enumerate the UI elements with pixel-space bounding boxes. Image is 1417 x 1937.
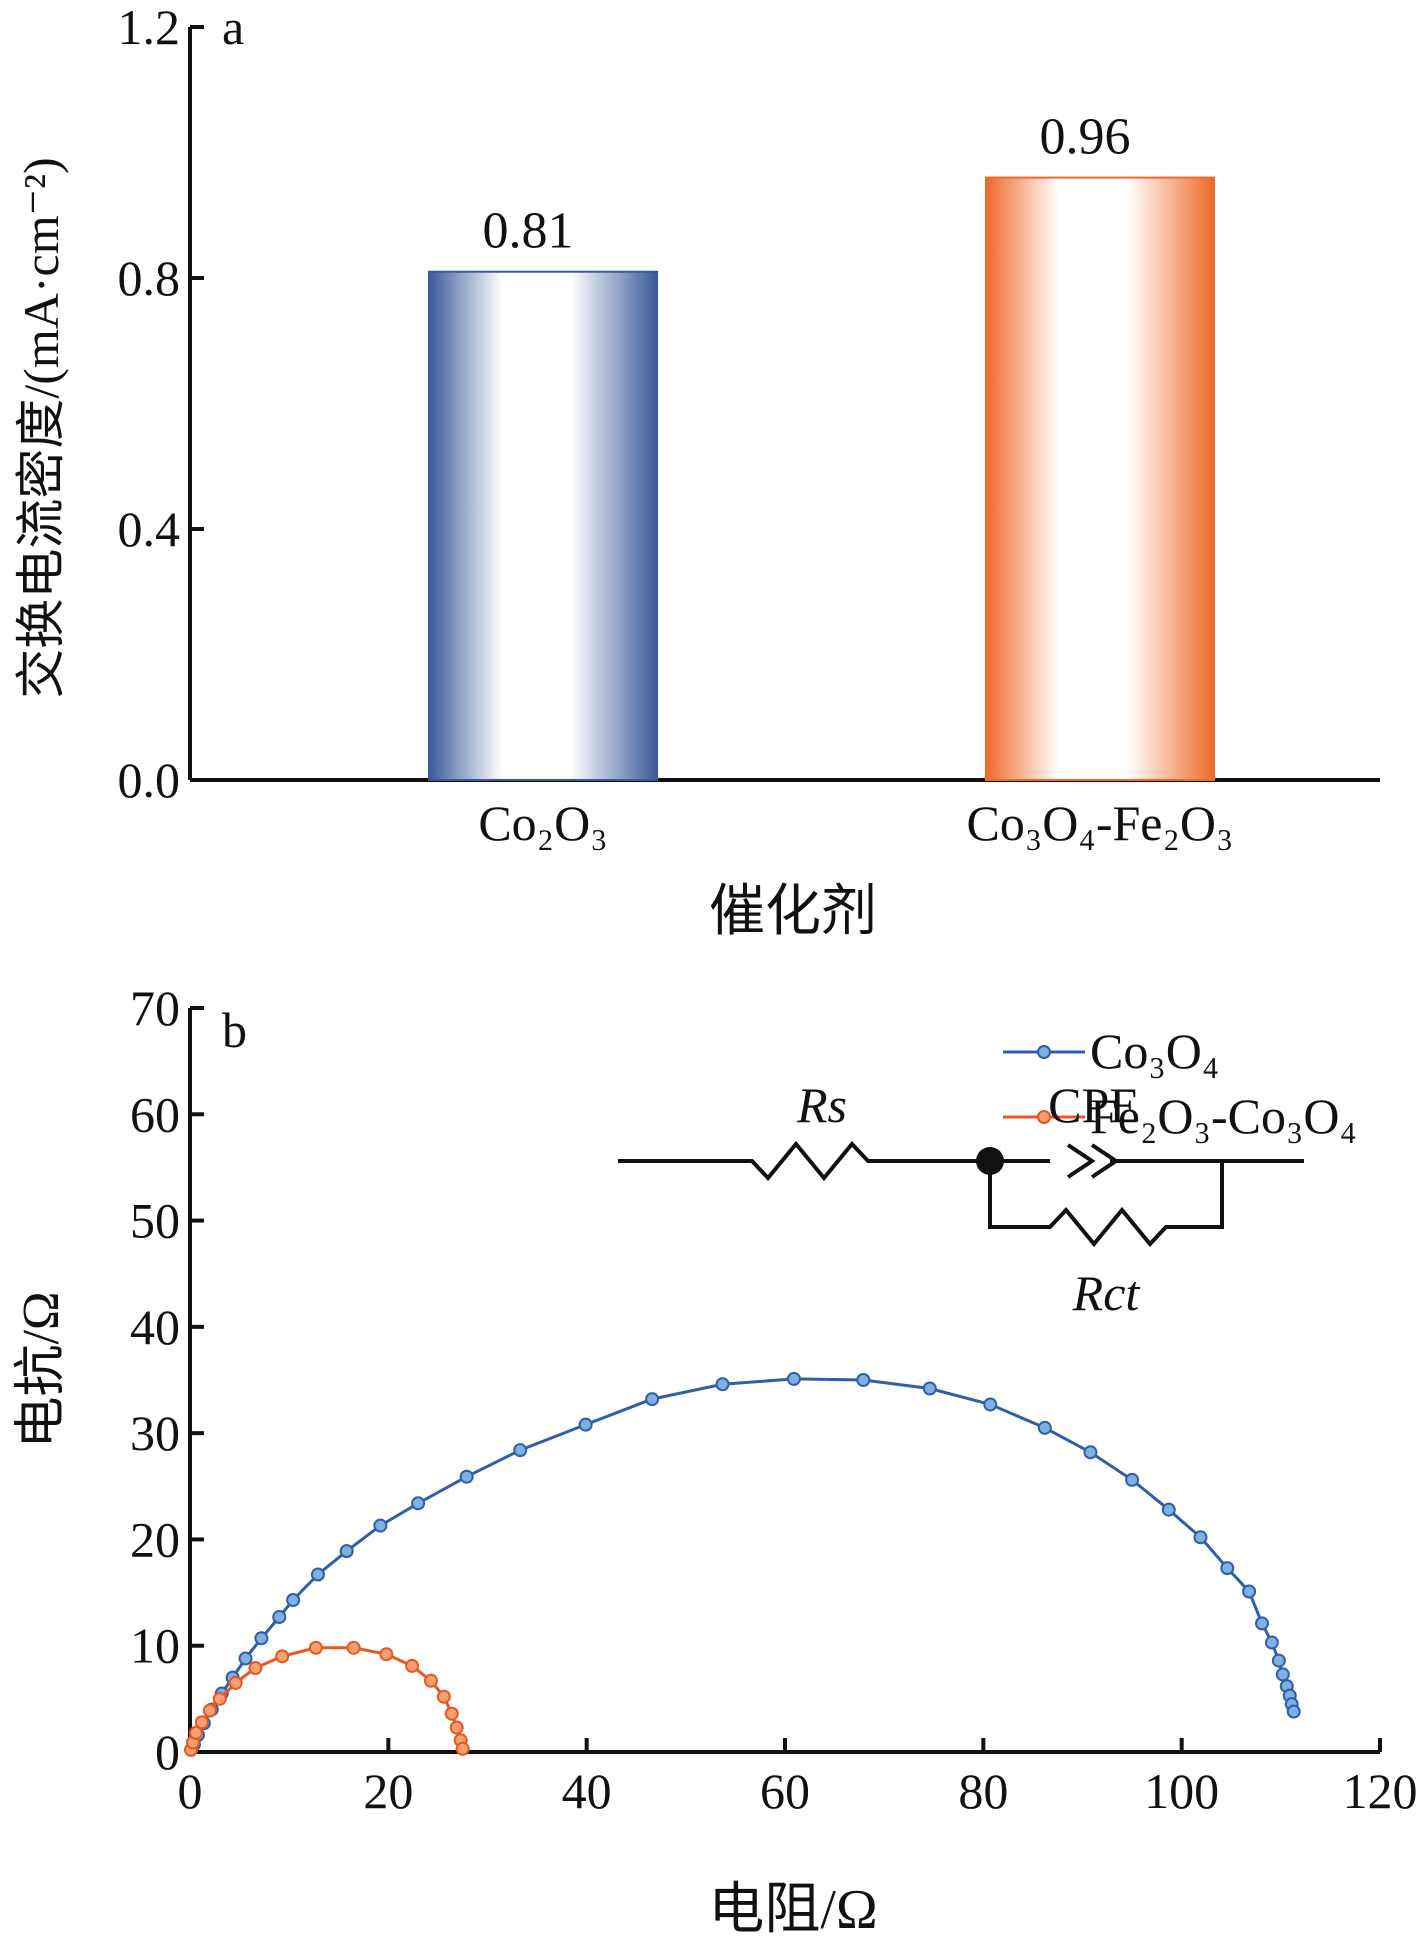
panel-a-category-label: Co₃O₄-Fe₂O₃ — [967, 795, 1234, 851]
panel-b-series-line-1 — [192, 1377, 1296, 1746]
legend-marker-fe2o3-co3o4 — [1037, 1110, 1051, 1124]
panel-b-nyquist-plot: b 0 20 40 60 80 100 120 0 10 20 30 40 50 60 70 电阻/Ω 电… — [13, 980, 1417, 1937]
panel-b-y-tick-label: 40 — [130, 1299, 180, 1355]
panel-b-data-point — [1286, 1704, 1301, 1719]
panel-a-bar-2 — [985, 176, 1215, 782]
panel-b-y-tick-label: 50 — [130, 1193, 180, 1249]
panel-a-y-tick-label: 1.2 — [118, 0, 181, 55]
panel-b-data-point — [423, 1673, 438, 1688]
panel-b-data-point — [202, 1703, 217, 1718]
panel-b-data-point — [1161, 1502, 1176, 1517]
legend-label-co3o4: Co₃O₄ — [1090, 1023, 1219, 1079]
panel-a-bar-value-label: 0.96 — [1040, 109, 1131, 166]
panel-b-data-point — [856, 1373, 871, 1387]
panel-b-data-point — [346, 1640, 361, 1655]
panel-b-data-point — [1125, 1472, 1140, 1487]
panel-b-data-point — [308, 1640, 323, 1655]
panel-b-data-point — [1193, 1530, 1208, 1545]
panel-b-series-line-2 — [189, 1646, 465, 1751]
panel-a-y-axis-label: 交换电流密度/(mA·cm⁻²) — [13, 157, 69, 698]
panel-b-data-point — [455, 1741, 470, 1756]
legend-label-fe2o3-co3o4: Fe₂O₃-Co₃O₄ — [1090, 1088, 1357, 1144]
panel-b-x-tick-label: 120 — [1343, 1763, 1417, 1819]
rct-branch-wire — [988, 1161, 1224, 1248]
legend-marker-co3o4 — [1037, 1045, 1051, 1059]
panel-b-series — [183, 1371, 1301, 1757]
panel-b-data-point — [272, 1610, 287, 1625]
circuit-main-wire — [618, 1140, 1304, 1182]
panel-b-data-point — [715, 1377, 730, 1392]
panel-b-label: b — [222, 1002, 247, 1058]
panel-b-data-point — [1242, 1584, 1257, 1599]
panel-b-data-point — [194, 1715, 209, 1730]
panel-b-y-tick-label: 30 — [130, 1405, 180, 1461]
panel-a-y-tick-label: 0.8 — [118, 250, 181, 306]
panel-b-data-point — [436, 1689, 451, 1704]
panel-b-data-point — [1083, 1445, 1098, 1460]
circuit-label-cpe: CPE — [1048, 1077, 1140, 1133]
panel-a-bars: 0.81 0.96 — [428, 109, 1215, 782]
panel-b-data-point — [188, 1725, 203, 1740]
panel-a-bar-value-label: 0.81 — [483, 203, 574, 260]
panel-b-x-tick-label: 80 — [958, 1763, 1008, 1819]
panel-b-y-tick-label: 70 — [130, 980, 180, 1036]
equivalent-circuit: Rs CPE Rct — [618, 1077, 1304, 1321]
panel-b-x-axis-label: 电阻/Ω — [708, 1879, 877, 1937]
panel-b-data-point — [645, 1392, 660, 1407]
panel-a-label: a — [222, 0, 244, 55]
panel-b-data-point — [513, 1443, 528, 1458]
panel-b-x-tick-label: 60 — [760, 1763, 810, 1819]
panel-a-x-axis-label: 催化剂 — [709, 881, 877, 943]
panel-b-data-point — [405, 1658, 420, 1673]
panel-b-data-point — [254, 1631, 269, 1646]
panel-b-data-point — [379, 1647, 394, 1662]
panel-b-data-point — [786, 1371, 801, 1386]
panel-a-y-tick-label: 0.4 — [118, 501, 181, 557]
panel-b-data-point — [1271, 1653, 1286, 1668]
panel-b-data-point — [1037, 1420, 1052, 1435]
circuit-label-rs: Rs — [796, 1077, 847, 1133]
panel-b-data-point — [1264, 1635, 1279, 1650]
panel-b-data-point — [983, 1397, 998, 1412]
circuit-label-rct: Rct — [1072, 1265, 1141, 1321]
panel-b-data-point — [449, 1720, 464, 1735]
panel-b-x-tick-label: 100 — [1144, 1763, 1219, 1819]
panel-b-y-tick-label: 10 — [130, 1618, 180, 1674]
panel-b-x-tick-label: 40 — [562, 1763, 612, 1819]
panel-a-category-labels: Co₂O₃ Co₃O₄-Fe₂O₃ — [478, 795, 1233, 851]
panel-b-data-point — [212, 1691, 227, 1706]
panel-b-data-point — [286, 1593, 301, 1608]
panel-b-x-tick-label: 20 — [363, 1763, 413, 1819]
panel-a-y-tick-label: 0.0 — [118, 752, 181, 808]
panel-b-data-point — [1275, 1667, 1290, 1682]
panel-b-x-ticks: 0 20 40 60 80 100 120 — [178, 1738, 1417, 1819]
panel-a-bar-1 — [428, 270, 658, 781]
panel-b-data-point — [922, 1381, 937, 1396]
panel-b-data-point — [248, 1661, 263, 1676]
panel-b-data-point — [1220, 1561, 1235, 1576]
panel-b-y-tick-label: 60 — [130, 1086, 180, 1142]
panel-b-y-ticks: 0 10 20 30 40 50 60 70 — [130, 980, 204, 1780]
panel-b-data-point — [238, 1651, 253, 1666]
panel-b-data-point — [228, 1675, 243, 1690]
cpe-element-symbol — [1066, 1143, 1120, 1179]
panel-b-legend: Co₃O₄ Fe₂O₃-Co₃O₄ — [1003, 1023, 1357, 1144]
panel-b-x-tick-label: 0 — [178, 1763, 203, 1819]
panel-b-y-tick-label: 0 — [155, 1724, 180, 1780]
panel-b-data-point — [373, 1518, 388, 1533]
panel-b-data-point — [339, 1544, 354, 1559]
panel-b-data-point — [275, 1649, 290, 1664]
panel-a-bar-chart: a 0.0 0.4 0.8 1.2 0.81 0.96 Co₂O₃ Co₃O₄-Fe₂O₃… — [13, 0, 1380, 943]
panel-a-category-label: Co₂O₃ — [478, 795, 607, 851]
panel-b-data-point — [444, 1706, 459, 1721]
panel-b-y-axis-label: 电抗/Ω — [13, 1291, 70, 1448]
panel-b-y-tick-label: 20 — [130, 1511, 180, 1567]
panel-b-data-point — [578, 1417, 593, 1432]
panel-b-data-point — [411, 1496, 426, 1511]
panel-a-y-ticks: 0.0 0.4 0.8 1.2 — [118, 0, 204, 808]
panel-b-data-point — [459, 1469, 474, 1484]
panel-b-data-point — [310, 1567, 325, 1582]
panel-b-data-point — [1254, 1616, 1269, 1631]
